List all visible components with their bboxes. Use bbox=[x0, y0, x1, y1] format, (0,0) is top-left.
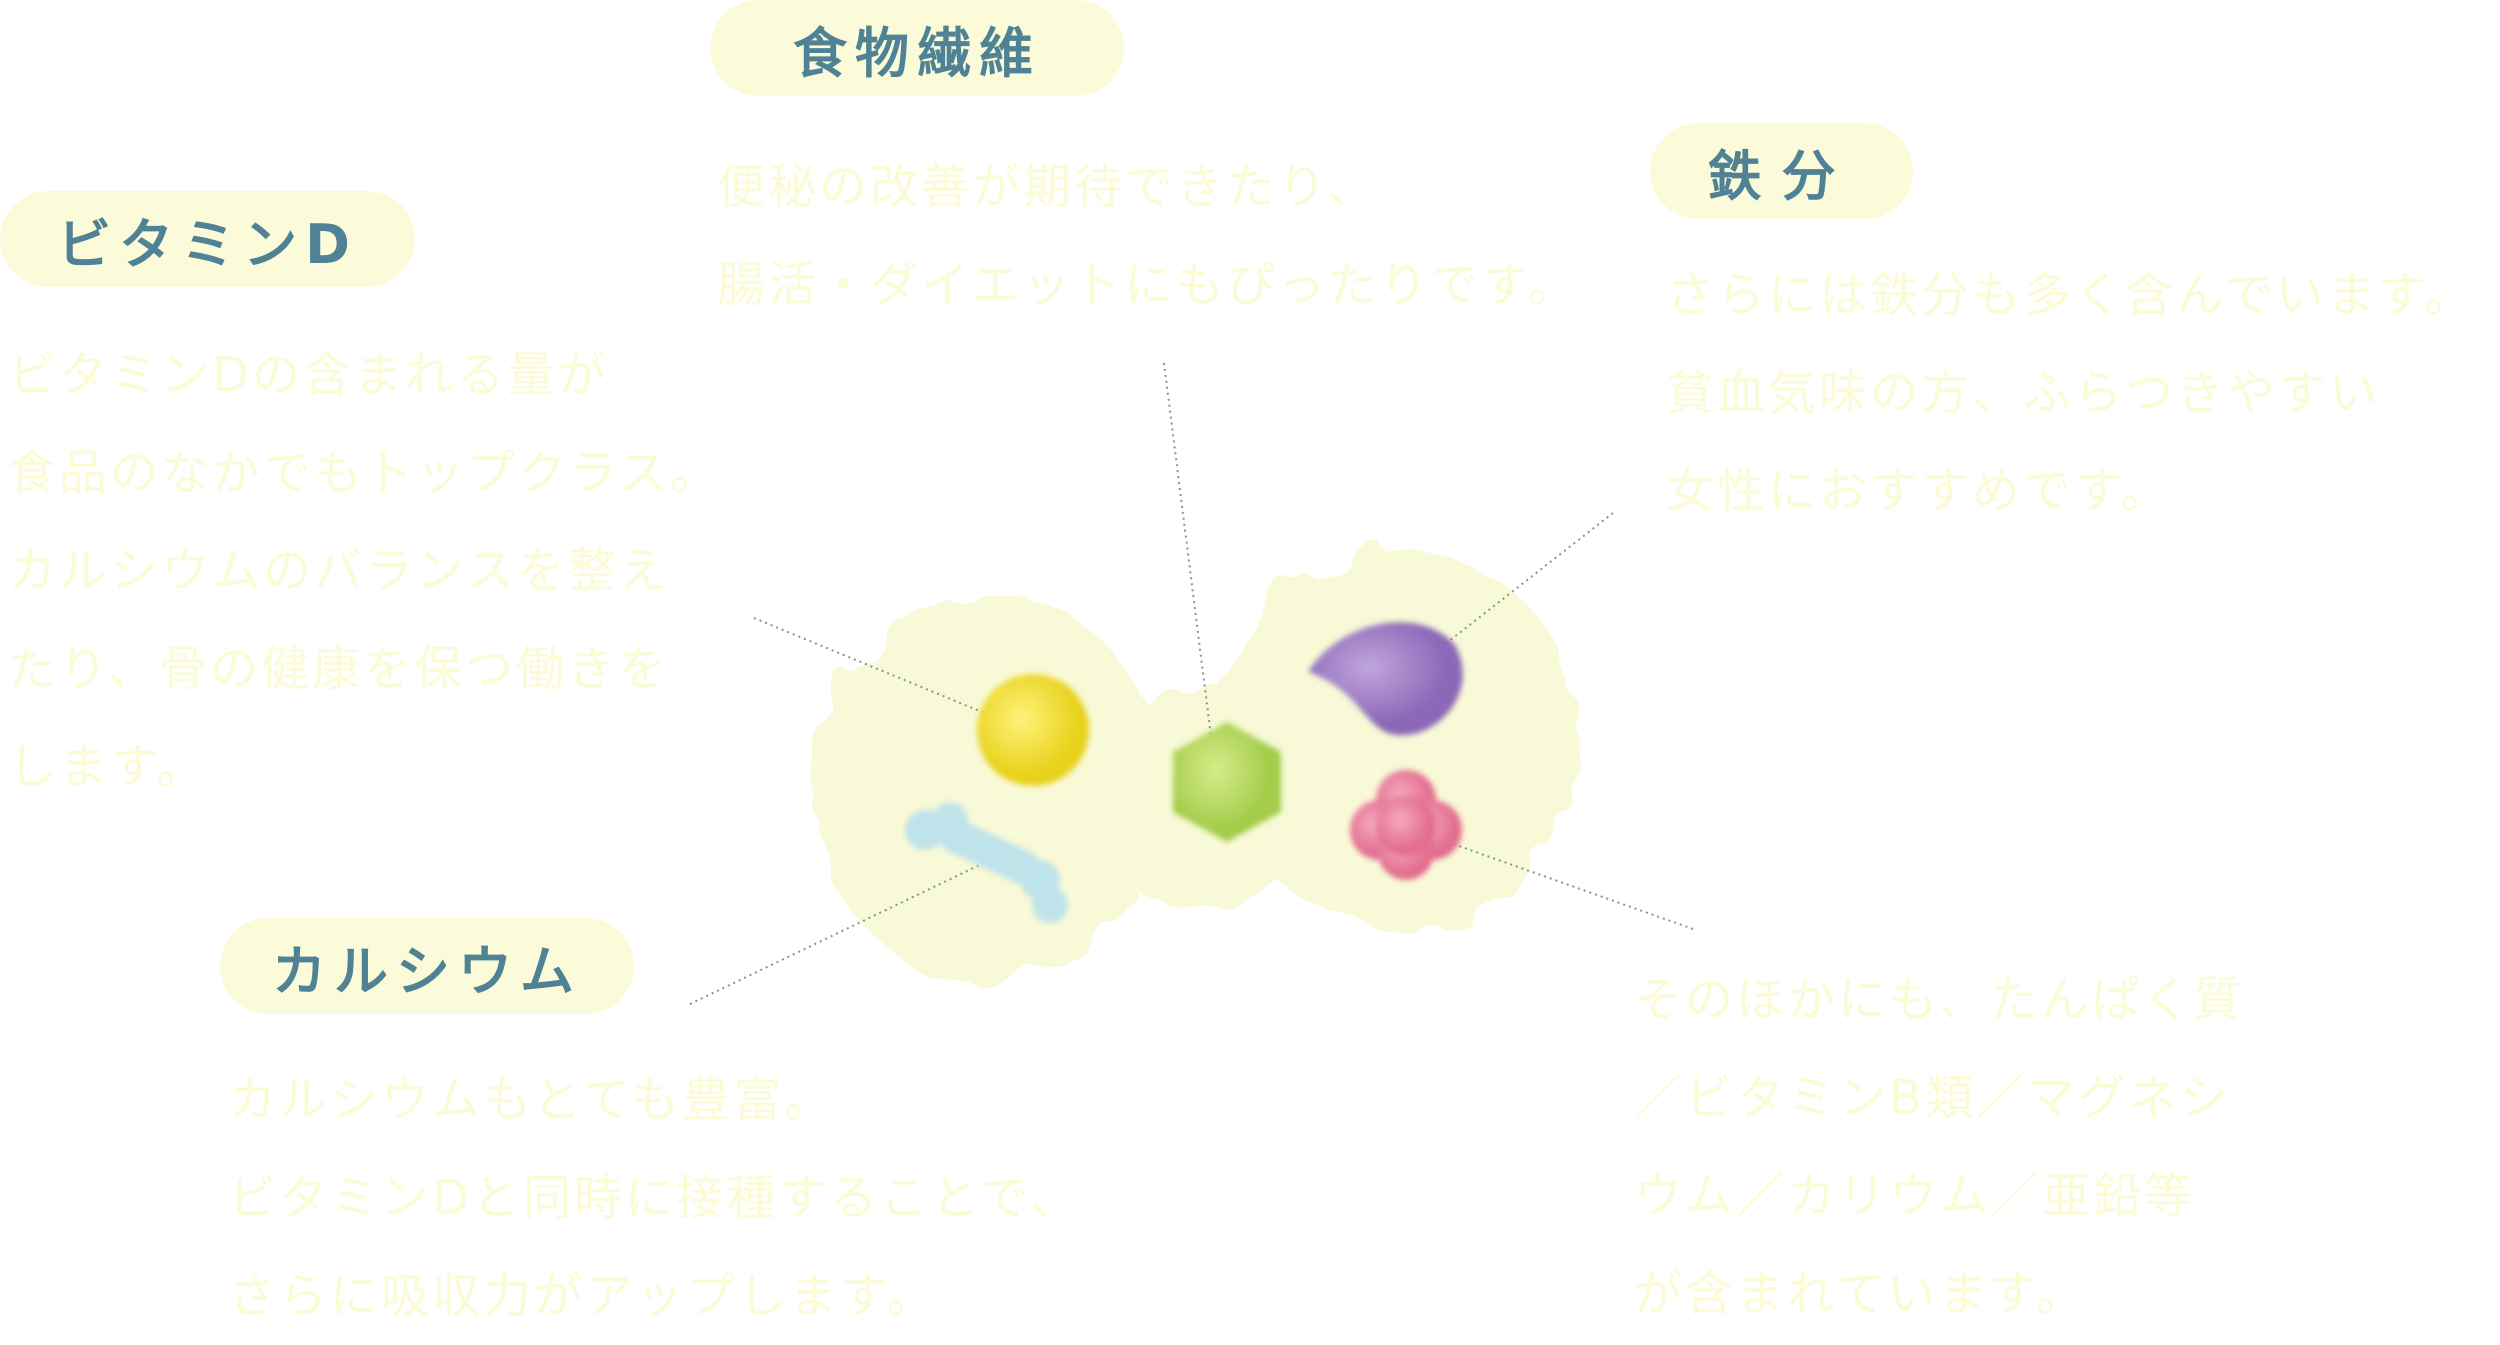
text-line: 貧血気味の方、ふらつきやすい bbox=[1666, 365, 2381, 421]
yellow-sphere-icon bbox=[977, 674, 1089, 786]
text-line: します。 bbox=[8, 739, 208, 795]
others-description: そのほかにも、たんぱく質 ／ビタミンB類／マグネシ ウム／カリウム／亜鉛等 が含… bbox=[1634, 951, 2245, 1343]
text-line: たり、骨の健康を保つ働きを bbox=[8, 641, 670, 697]
label-calcium: カルシウム bbox=[220, 918, 634, 1014]
text-line: さらには鉄分も多く含んでいます。 bbox=[1666, 267, 2475, 323]
text-line: ／ビタミンB類／マグネシ bbox=[1634, 1070, 2231, 1126]
text-line: 食品のなかでもトップクラス。 bbox=[8, 445, 722, 501]
pink-flower-icon bbox=[1350, 770, 1462, 880]
text-line: 腸活・ダイエットにもぴったりです。 bbox=[717, 257, 1579, 313]
text-line: ビタミンDの含まれる量が bbox=[8, 347, 609, 403]
text-line: そのほかにも、たんぱく質 bbox=[1634, 972, 2245, 1028]
text-line: が含まれています。 bbox=[1634, 1266, 2087, 1322]
label-iron: 鉄分 bbox=[1650, 123, 1913, 219]
label-vitamin-d: ビタミンD bbox=[0, 191, 415, 287]
connector-calcium bbox=[689, 860, 989, 1005]
text-line: さらに吸収力がアップします。 bbox=[228, 1268, 938, 1324]
connector-vitamin-d bbox=[753, 617, 1034, 734]
green-hexagon-icon bbox=[1173, 722, 1281, 842]
label-vitamin-d-text: ビタミンD bbox=[57, 212, 358, 276]
background-blob bbox=[815, 550, 1580, 985]
fiber-description: 便秘の改善が期待できたり、 腸活・ダイエットにもぴったりです。 bbox=[717, 138, 1579, 334]
text-line: ウム／カリウム／亜鉛等 bbox=[1634, 1168, 2196, 1224]
label-iron-text: 鉄分 bbox=[1707, 144, 1856, 208]
text-line: カルシウムのバランスを整え bbox=[8, 543, 671, 599]
blue-bone-icon bbox=[905, 802, 1068, 923]
text-line: 便秘の改善が期待できたり、 bbox=[717, 159, 1379, 215]
label-fiber: 食物繊維 bbox=[710, 0, 1124, 96]
calcium-description: カルシウムもとても豊富。 ビタミンDと同時に接種することで、 さらに吸収力がアッ… bbox=[228, 1051, 1081, 1345]
vitamin-d-description: ビタミンDの含まれる量が 食品のなかでもトップクラス。 カルシウムのバランスを整… bbox=[8, 326, 721, 816]
iron-description: さらには鉄分も多く含んでいます。 貧血気味の方、ふらつきやすい 女性におすすめで… bbox=[1666, 246, 2475, 540]
text-line: 女性におすすめです。 bbox=[1666, 463, 2172, 519]
connector-others bbox=[1410, 828, 1694, 930]
text-line: カルシウムもとても豊富。 bbox=[228, 1072, 836, 1128]
label-fiber-text: 食物繊維 bbox=[793, 21, 1041, 85]
text-line: ビタミンDと同時に接種することで、 bbox=[228, 1170, 1081, 1226]
label-calcium-text: カルシウム bbox=[272, 939, 582, 1003]
purple-drop-icon bbox=[1308, 622, 1463, 736]
